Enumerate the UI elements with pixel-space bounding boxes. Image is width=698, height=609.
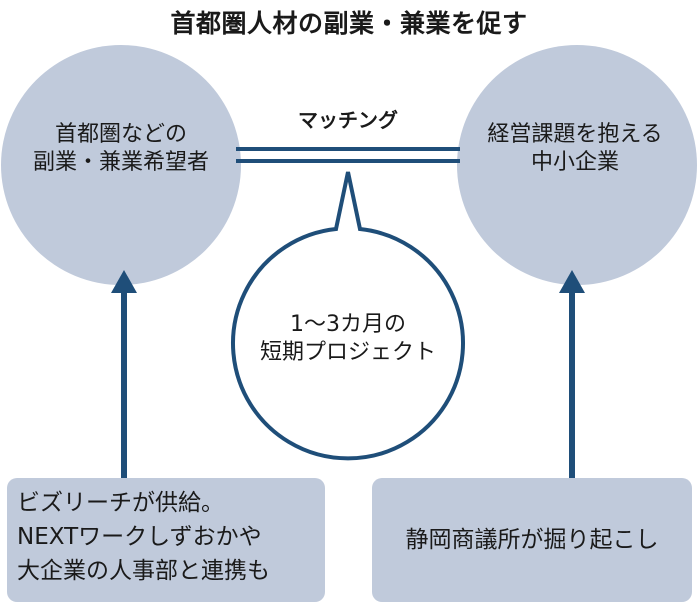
- left-box-line-3: 大企業の人事部と連携も: [17, 558, 270, 584]
- right-circle: [457, 45, 697, 285]
- speech-bubble: [231, 171, 465, 461]
- right-box-line-1: 静岡商議所が掘り起こし: [405, 527, 659, 553]
- left-box-line-2: NEXTワークしずおかや: [17, 524, 262, 550]
- left-circle: [1, 45, 241, 285]
- bubble-line-1: 1〜3カ月の: [290, 312, 406, 337]
- connector-label: マッチング: [298, 108, 398, 132]
- diagram-title: 首都圏人材の副業・兼業を促す: [170, 9, 528, 38]
- right-arrow-head-icon: [559, 270, 585, 293]
- right-box-text: 静岡商議所が掘り起こし: [372, 523, 692, 557]
- bubble-label: 1〜3カ月の 短期プロジェクト: [233, 311, 463, 367]
- right-box: 静岡商議所が掘り起こし: [372, 478, 692, 602]
- right-circle-label: 経営課題を抱える 中小企業: [455, 121, 695, 177]
- right-circle-line-1: 経営課題を抱える: [487, 122, 663, 147]
- left-box-line-1: ビズリーチが供給。: [17, 490, 224, 516]
- left-circle-label: 首都圏などの 副業・兼業希望者: [6, 121, 236, 177]
- left-box-text: ビズリーチが供給。 NEXTワークしずおかや 大企業の人事部と連携も: [17, 486, 270, 588]
- left-circle-line-1: 首都圏などの: [54, 122, 187, 147]
- left-circle-line-2: 副業・兼業希望者: [32, 150, 209, 175]
- left-box: ビズリーチが供給。 NEXTワークしずおかや 大企業の人事部と連携も: [7, 478, 325, 602]
- left-arrow-head-icon: [111, 270, 137, 293]
- bubble-line-2: 短期プロジェクト: [259, 340, 436, 365]
- right-circle-line-2: 中小企業: [530, 150, 619, 175]
